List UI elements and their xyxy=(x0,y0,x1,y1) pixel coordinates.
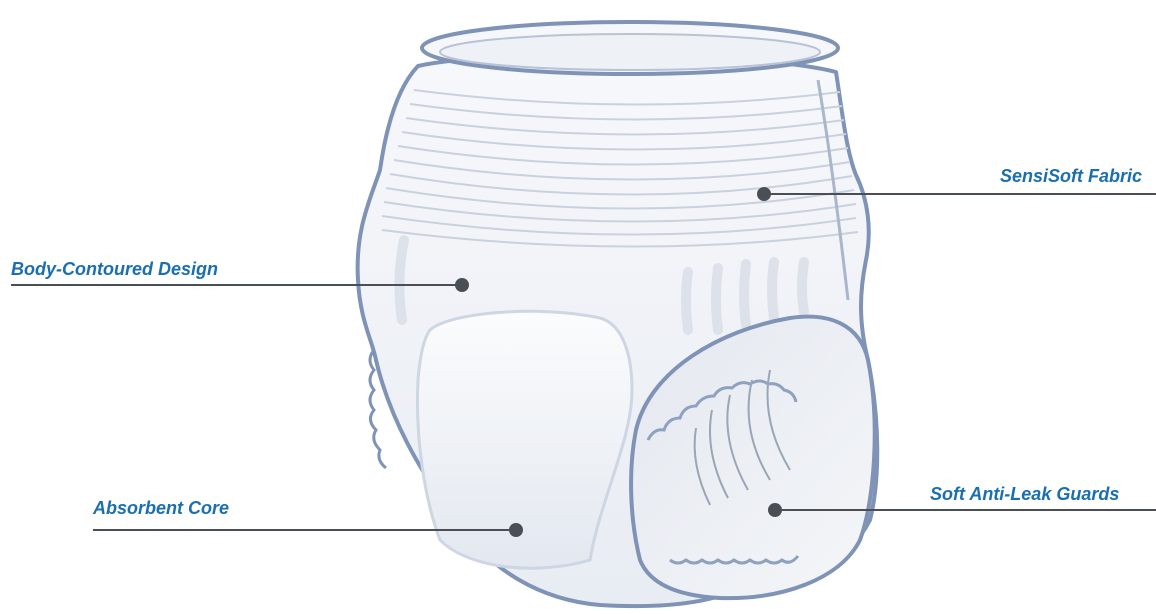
label-body-contoured-design: Body-Contoured Design xyxy=(11,259,218,279)
callout-dot-absorbent-core xyxy=(509,523,523,537)
label-soft-anti-leak-guards: Soft Anti-Leak Guards xyxy=(930,484,1119,504)
label-absorbent-core: Absorbent Core xyxy=(93,498,229,518)
label-sensisoft-fabric: SensiSoft Fabric xyxy=(1000,166,1142,186)
callout-dot-body-contoured xyxy=(455,278,469,292)
callout-dot-sensisoft xyxy=(757,187,771,201)
callout-dot-anti-leak xyxy=(768,503,782,517)
